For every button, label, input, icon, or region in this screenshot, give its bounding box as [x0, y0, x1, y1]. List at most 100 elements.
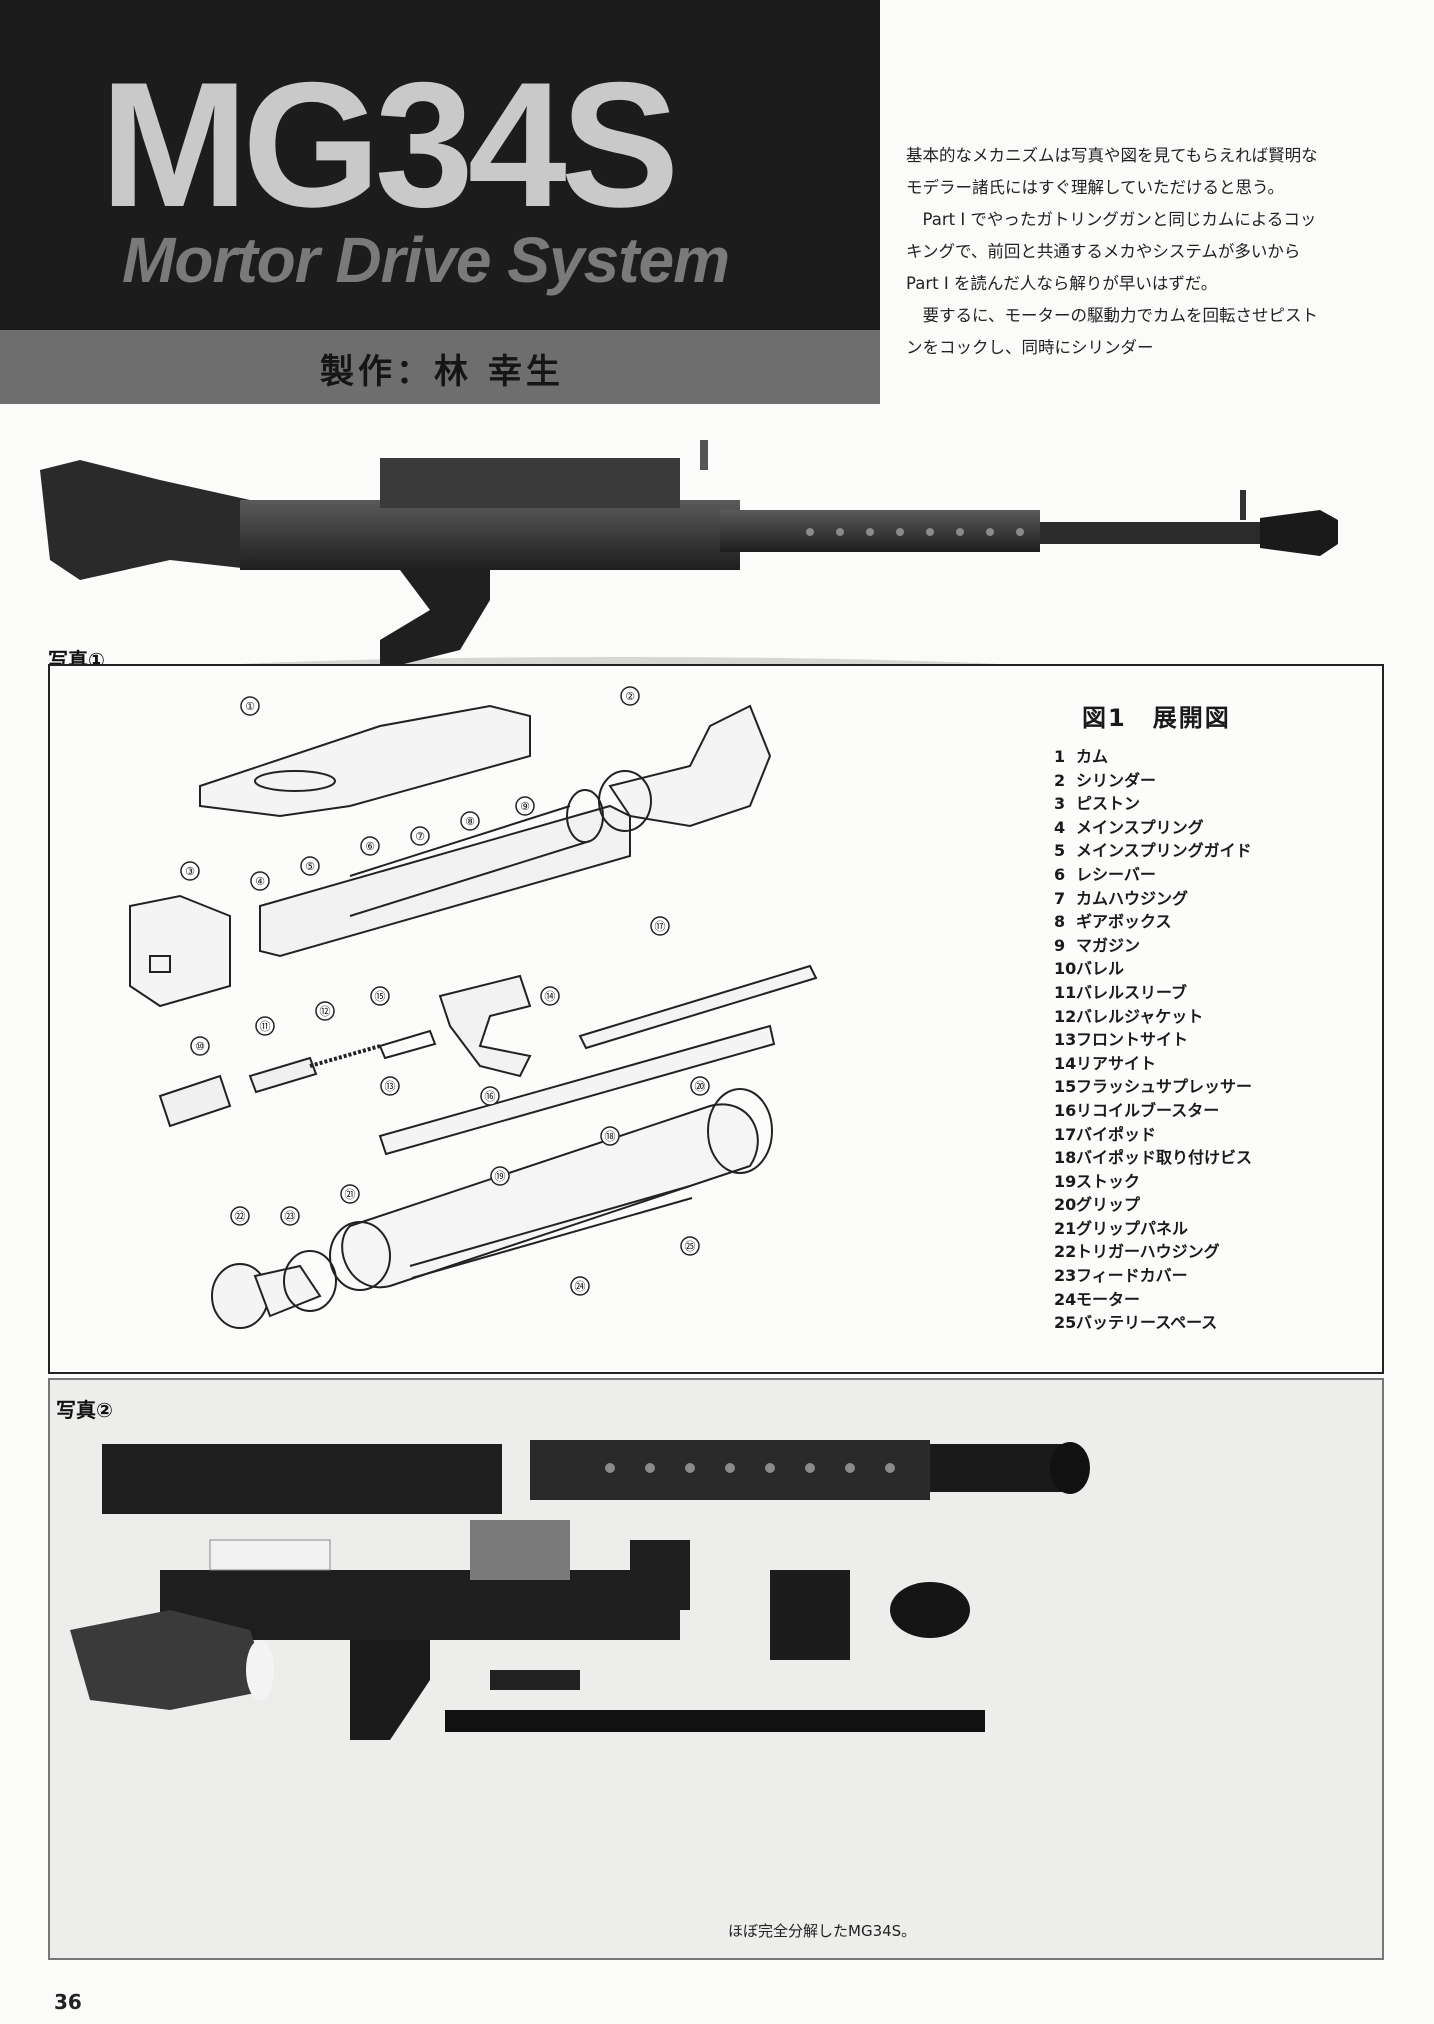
callout-label: ⑲	[495, 1170, 506, 1183]
part-name: モーター	[1076, 1289, 1141, 1309]
part-item: 7 カムハウジング	[1054, 887, 1374, 911]
photo2-caption: ほぼ完全分解したMG34S。	[728, 1922, 917, 1940]
part-number: 4	[1054, 817, 1066, 837]
part-item: 1 カム	[1054, 745, 1374, 769]
part-name: ギアボックス	[1076, 912, 1172, 932]
callout-label: ㉑	[345, 1188, 356, 1201]
part-item: 24モーター	[1054, 1288, 1374, 1312]
part-number: 23	[1054, 1266, 1077, 1286]
part-number: 12	[1054, 1006, 1077, 1026]
part-name: バレルジャケット	[1076, 1006, 1204, 1026]
page-number: 36	[54, 1990, 82, 2014]
part-number: 7	[1054, 888, 1066, 908]
part-number: 24	[1054, 1289, 1077, 1309]
part-number: 1	[1054, 747, 1066, 766]
part-number: 15	[1054, 1077, 1077, 1097]
part-item: 2 シリンダー	[1054, 769, 1374, 793]
part-name: カム	[1076, 747, 1109, 766]
part-name: ストック	[1076, 1171, 1141, 1191]
part-number: 17	[1054, 1124, 1077, 1144]
part-number: 10	[1054, 959, 1077, 979]
part-name: バイポッド	[1076, 1124, 1157, 1144]
callout-label: ③	[185, 865, 195, 878]
part-name: バレルスリーブ	[1076, 982, 1188, 1002]
part-item: 9 マガジン	[1054, 934, 1374, 958]
part-name: バッテリースペース	[1076, 1313, 1218, 1333]
part-name: フラッシュサプレッサー	[1076, 1077, 1253, 1097]
part-item: 3 ピストン	[1054, 792, 1374, 816]
intro-text: 基本的なメカニズムは写真や図を見てもらえれば賢明なモデラー諸氏にはすぐ理解してい…	[906, 140, 1330, 364]
part-item: 22トリガーハウジング	[1054, 1240, 1374, 1264]
part-name: リコイルブースター	[1076, 1100, 1220, 1120]
part-name: マガジン	[1076, 935, 1141, 955]
part-item: 14リアサイト	[1054, 1052, 1374, 1076]
part-name: メインスプリング	[1076, 817, 1204, 837]
part-name: トリガーハウジング	[1076, 1242, 1220, 1262]
part-item: 18バイポッド取り付けビス	[1054, 1146, 1374, 1170]
callout-label: ㉓	[285, 1210, 296, 1223]
part-number: 5	[1054, 841, 1066, 861]
article-subtitle: Mortor Drive System	[122, 224, 730, 296]
part-item: 11バレルスリーブ	[1054, 981, 1374, 1005]
part-name: メインスプリングガイド	[1076, 841, 1252, 861]
callout-label: ⑱	[605, 1130, 616, 1143]
part-number: 16	[1054, 1100, 1077, 1120]
article-title: MG34S	[100, 45, 679, 244]
intro-paragraph-1: 基本的なメカニズムは写真や図を見てもらえれば賢明なモデラー諸氏にはすぐ理解してい…	[906, 146, 1318, 197]
part-item: 4 メインスプリング	[1054, 816, 1374, 840]
callout-label: ⑮	[375, 990, 386, 1003]
part-name: リアサイト	[1076, 1053, 1157, 1073]
callout-label: ①	[245, 700, 255, 713]
part-name: グリップ	[1076, 1195, 1141, 1215]
part-item: 12バレルジャケット	[1054, 1005, 1374, 1029]
photo2-label: 写真②	[56, 1398, 113, 1422]
callout-label: ㉔	[575, 1280, 586, 1293]
part-number: 22	[1054, 1242, 1077, 1262]
diagram-title: 図1 展開図	[1082, 704, 1231, 732]
part-number: 2	[1054, 770, 1066, 790]
part-number: 25	[1054, 1313, 1077, 1333]
part-item: 8 ギアボックス	[1054, 910, 1374, 934]
part-name: フロントサイト	[1076, 1030, 1189, 1050]
part-item: 20グリップ	[1054, 1193, 1374, 1217]
callout-label: ⑳	[695, 1080, 706, 1093]
part-name: バイポッド取り付けビス	[1076, 1148, 1253, 1168]
callout-label: ⑪	[260, 1020, 271, 1033]
callout-label: ⑯	[485, 1090, 496, 1103]
part-number: 20	[1054, 1195, 1077, 1215]
callout-label: ⑩	[195, 1040, 205, 1053]
part-item: 23フィードカバー	[1054, 1264, 1374, 1288]
title-band	[0, 330, 880, 404]
callout-label: ⑭	[545, 990, 556, 1003]
parts-list: 1 カム 2 シリンダー 3 ピストン 4 メインスプリング 5 メインスプリングガイド 6 レシーバ…	[1054, 745, 1374, 1335]
part-number: 11	[1054, 982, 1077, 1002]
callout-label: ②	[625, 690, 635, 703]
part-number: 9	[1054, 935, 1066, 955]
part-name: シリンダー	[1076, 770, 1157, 790]
part-item: 21グリップパネル	[1054, 1217, 1374, 1241]
callout-label: ⑧	[465, 815, 475, 828]
part-name: フィードカバー	[1076, 1266, 1188, 1286]
part-number: 13	[1054, 1030, 1077, 1050]
callout-label: ④	[255, 875, 265, 888]
part-item: 10バレル	[1054, 957, 1374, 981]
part-number: 18	[1054, 1148, 1077, 1168]
part-number: 6	[1054, 864, 1066, 884]
part-name: レシーバー	[1076, 864, 1156, 884]
part-name: ピストン	[1076, 794, 1141, 814]
callout-label: ⑦	[415, 830, 425, 843]
intro-paragraph-2: Part I でやったガトリングガンと同じカムによるコッキングで、前回と共通する…	[906, 210, 1317, 293]
callout-label: ⑫	[320, 1005, 331, 1018]
part-item: 19ストック	[1054, 1170, 1374, 1194]
intro-paragraph-3: 要するに、モーターの駆動力でカムを回転させピストンをコックし、同時にシリンダー	[906, 306, 1319, 357]
callout-label: ⑥	[365, 840, 375, 853]
part-number: 3	[1054, 794, 1066, 814]
part-item: 17バイポッド	[1054, 1123, 1374, 1147]
callout-label: ⑬	[385, 1080, 396, 1093]
part-number: 8	[1054, 912, 1066, 932]
part-name: カムハウジング	[1076, 888, 1189, 908]
part-number: 14	[1054, 1053, 1077, 1073]
part-name: バレル	[1076, 959, 1125, 979]
part-item: 6 レシーバー	[1054, 863, 1374, 887]
